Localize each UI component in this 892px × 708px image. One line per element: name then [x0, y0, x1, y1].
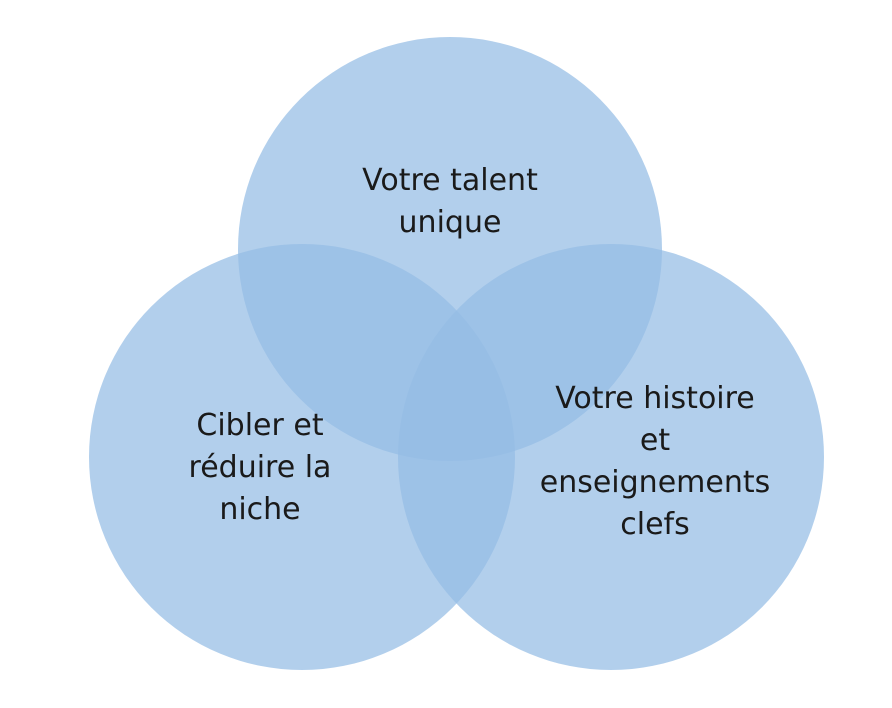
label-left: Cibler et réduire la niche [188, 408, 332, 527]
label-right: Votre histoire et enseignements clefs [539, 381, 771, 542]
label-top: Votre talent unique [362, 163, 538, 240]
circle-right [398, 244, 824, 670]
circle-left [89, 244, 515, 670]
